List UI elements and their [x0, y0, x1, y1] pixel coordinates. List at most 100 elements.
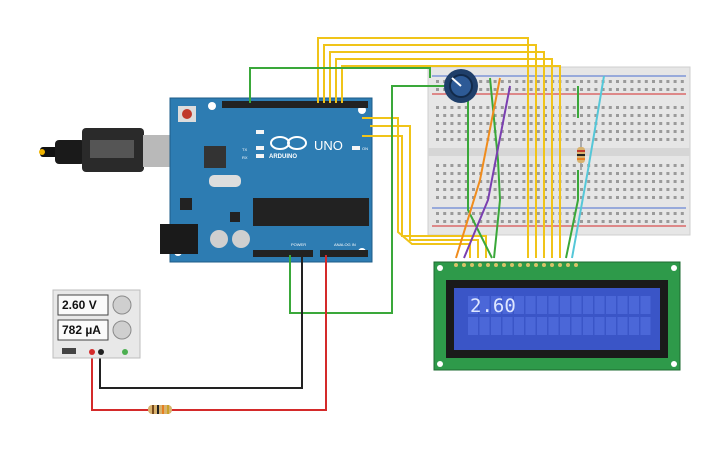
lcd-pin[interactable]: [534, 263, 538, 267]
breadboard-hole[interactable]: [565, 138, 569, 141]
breadboard-hole[interactable]: [515, 130, 519, 133]
breadboard-hole[interactable]: [464, 212, 468, 215]
breadboard-hole[interactable]: [601, 106, 605, 109]
breadboard-hole[interactable]: [594, 220, 598, 223]
lcd-pin[interactable]: [462, 263, 466, 267]
breadboard-hole[interactable]: [673, 122, 677, 125]
breadboard-hole[interactable]: [436, 122, 439, 125]
breadboard-hole[interactable]: [630, 212, 634, 215]
breadboard-hole[interactable]: [680, 196, 684, 199]
breadboard-hole[interactable]: [500, 188, 504, 191]
breadboard-hole[interactable]: [623, 172, 627, 175]
ground-terminal[interactable]: [122, 349, 128, 355]
lcd-pin[interactable]: [494, 263, 498, 267]
breadboard-hole[interactable]: [472, 164, 475, 167]
breadboard-hole[interactable]: [479, 114, 483, 117]
breadboard-hole[interactable]: [500, 88, 504, 91]
breadboard-hole[interactable]: [673, 130, 677, 133]
breadboard-hole[interactable]: [659, 130, 663, 133]
breadboard-hole[interactable]: [515, 212, 519, 215]
breadboard-hole[interactable]: [522, 220, 526, 223]
breadboard-hole[interactable]: [673, 80, 677, 83]
breadboard-hole[interactable]: [652, 220, 655, 223]
breadboard-hole[interactable]: [601, 172, 605, 175]
breadboard-hole[interactable]: [536, 88, 540, 91]
breadboard-hole[interactable]: [436, 138, 439, 141]
breadboard-hole[interactable]: [486, 220, 490, 223]
power-supply[interactable]: 2.60 V 782 µA: [52, 289, 141, 359]
breadboard-hole[interactable]: [508, 130, 511, 133]
breadboard-hole[interactable]: [652, 172, 655, 175]
breadboard-hole[interactable]: [450, 130, 454, 133]
breadboard-hole[interactable]: [544, 196, 547, 199]
breadboard-hole[interactable]: [572, 180, 576, 183]
breadboard-hole[interactable]: [608, 188, 612, 191]
breadboard-hole[interactable]: [608, 164, 612, 167]
breadboard-hole[interactable]: [652, 114, 655, 117]
breadboard-hole[interactable]: [587, 88, 591, 91]
breadboard-hole[interactable]: [652, 196, 655, 199]
breadboard-hole[interactable]: [572, 106, 576, 109]
breadboard-hole[interactable]: [443, 188, 447, 191]
breadboard-hole[interactable]: [587, 122, 591, 125]
breadboard-hole[interactable]: [630, 122, 634, 125]
breadboard-hole[interactable]: [608, 196, 612, 199]
lcd-pin[interactable]: [542, 263, 546, 267]
breadboard-hole[interactable]: [493, 114, 497, 117]
breadboard-hole[interactable]: [601, 88, 605, 91]
breadboard-hole[interactable]: [522, 80, 526, 83]
breadboard-hole[interactable]: [515, 106, 519, 109]
breadboard-hole[interactable]: [666, 188, 670, 191]
breadboard-hole[interactable]: [529, 172, 533, 175]
breadboard-hole[interactable]: [601, 196, 605, 199]
breadboard-hole[interactable]: [580, 180, 583, 183]
breadboard-hole[interactable]: [464, 196, 468, 199]
breadboard-hole[interactable]: [500, 130, 504, 133]
lcd-pin[interactable]: [510, 263, 514, 267]
breadboard-hole[interactable]: [450, 196, 454, 199]
breadboard-hole[interactable]: [529, 220, 533, 223]
breadboard-hole[interactable]: [616, 130, 619, 133]
breadboard-hole[interactable]: [637, 164, 641, 167]
breadboard-hole[interactable]: [594, 164, 598, 167]
breadboard-hole[interactable]: [644, 188, 648, 191]
breadboard-hole[interactable]: [522, 138, 526, 141]
breadboard-hole[interactable]: [486, 106, 490, 109]
wire-orange[interactable]: [455, 77, 501, 259]
breadboard-hole[interactable]: [544, 88, 547, 91]
breadboard-hole[interactable]: [666, 122, 670, 125]
breadboard-hole[interactable]: [443, 122, 447, 125]
breadboard-hole[interactable]: [601, 122, 605, 125]
breadboard-hole[interactable]: [529, 180, 533, 183]
breadboard-hole[interactable]: [630, 106, 634, 109]
breadboard-hole[interactable]: [623, 130, 627, 133]
breadboard-hole[interactable]: [486, 130, 490, 133]
breadboard-hole[interactable]: [479, 220, 483, 223]
breadboard-hole[interactable]: [652, 180, 655, 183]
breadboard-hole[interactable]: [536, 220, 540, 223]
breadboard-hole[interactable]: [644, 220, 648, 223]
breadboard-hole[interactable]: [659, 106, 663, 109]
breadboard-hole[interactable]: [608, 130, 612, 133]
breadboard-hole[interactable]: [616, 80, 619, 83]
breadboard-hole[interactable]: [630, 114, 634, 117]
lcd-pin[interactable]: [470, 263, 474, 267]
breadboard-hole[interactable]: [623, 122, 627, 125]
breadboard-hole[interactable]: [680, 122, 684, 125]
breadboard-hole[interactable]: [565, 122, 569, 125]
breadboard-hole[interactable]: [637, 130, 641, 133]
breadboard-hole[interactable]: [486, 88, 490, 91]
breadboard-hole[interactable]: [644, 172, 648, 175]
breadboard-hole[interactable]: [587, 180, 591, 183]
lcd-pin[interactable]: [526, 263, 530, 267]
breadboard-hole[interactable]: [436, 196, 439, 199]
breadboard-hole[interactable]: [479, 188, 483, 191]
breadboard-hole[interactable]: [529, 196, 533, 199]
breadboard-hole[interactable]: [544, 164, 547, 167]
breadboard-hole[interactable]: [508, 212, 511, 215]
breadboard-hole[interactable]: [508, 196, 511, 199]
breadboard-hole[interactable]: [565, 130, 569, 133]
breadboard-hole[interactable]: [500, 212, 504, 215]
breadboard-hole[interactable]: [464, 122, 468, 125]
breadboard-hole[interactable]: [666, 130, 670, 133]
